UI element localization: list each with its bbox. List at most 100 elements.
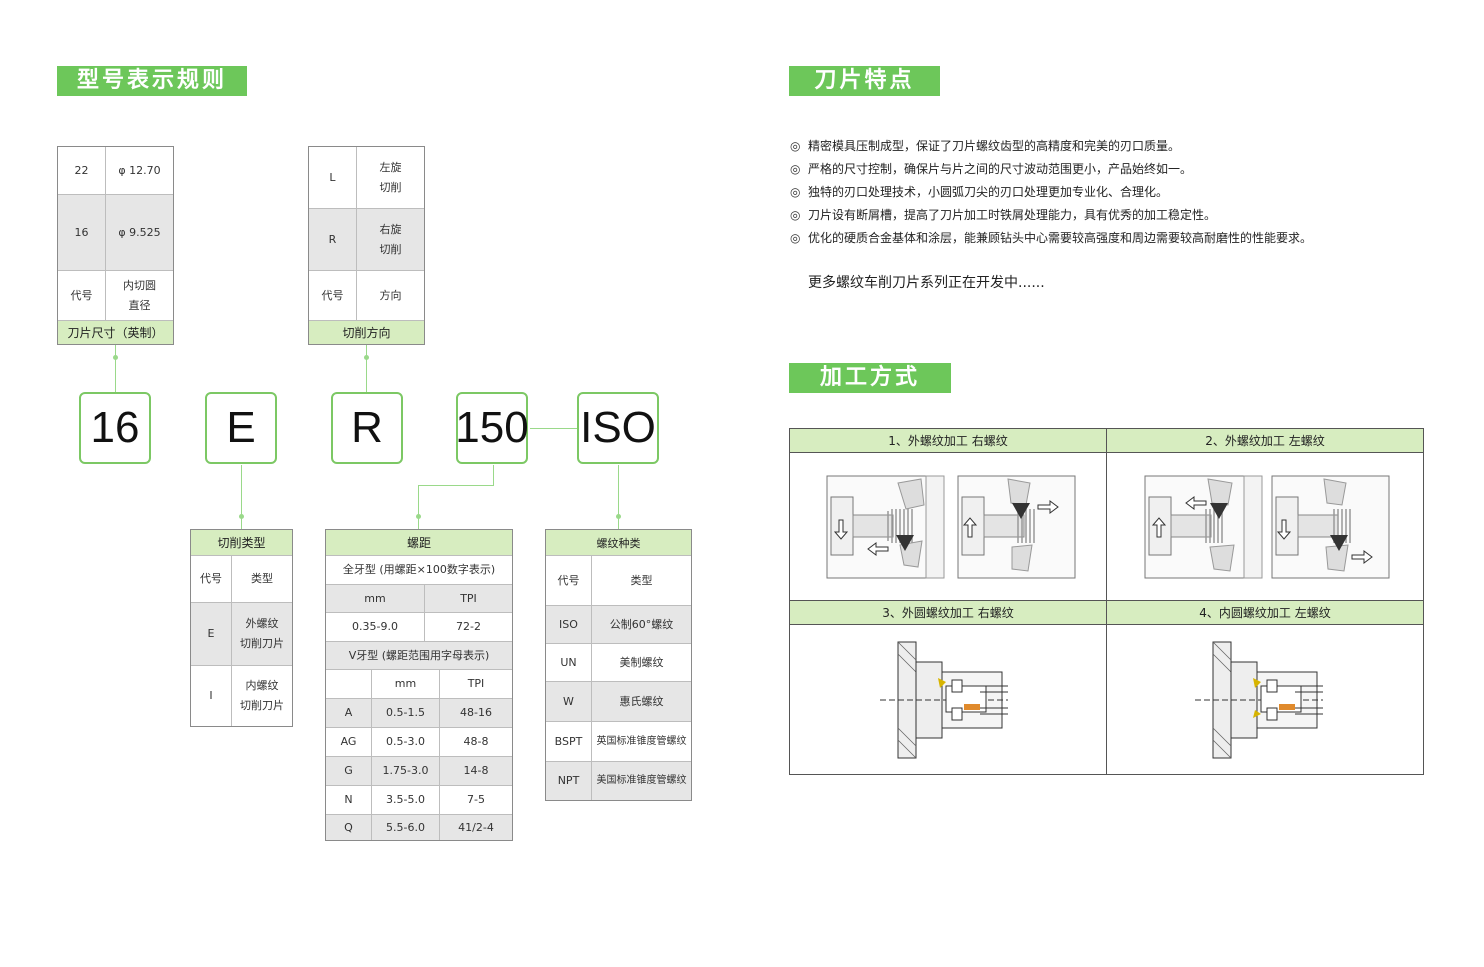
bullet-icon: ◎: [790, 230, 801, 245]
pitch-v-tpi: 7-5: [467, 793, 485, 806]
thread-type-table: 螺纹种类 代号 类型 ISO 公制60°螺纹 UN 美制螺纹 W 惠氏螺纹 BS…: [545, 529, 692, 801]
thread-header-value: 类型: [630, 573, 653, 587]
process-cell-1-header: 1、外螺纹加工 右螺纹: [790, 429, 1106, 453]
connector-dot: [364, 355, 369, 360]
connector-line: [618, 465, 619, 529]
size-header-value-line1: 内切圆: [123, 278, 156, 292]
thread-value: 英国标准锥度管螺纹: [596, 735, 687, 747]
bullet-icon: ◎: [790, 138, 801, 153]
cut-type-value-line1: 外螺纹: [245, 617, 279, 630]
pitch-v-row-q: Q 5.5-6.0 41/2-4: [326, 815, 512, 840]
size-row-16: 16 φ 9.525: [58, 195, 173, 271]
pitch-v-row-a: A 0.5-1.5 48-16: [326, 699, 512, 728]
thread-row-w: W 惠氏螺纹: [546, 682, 691, 722]
connector-line: [115, 345, 116, 393]
size-header-value: 内切圆 直径: [106, 271, 173, 320]
pitch-full-row: 0.35-9.0 72-2: [326, 613, 512, 642]
pitch-tpi: 72-2: [456, 620, 481, 633]
connector-line: [241, 465, 242, 529]
cut-type-row-i: I 内螺纹 切削刀片: [191, 666, 292, 726]
process-cell-2-header: 2、外螺纹加工 左螺纹: [1107, 429, 1423, 453]
connector-dot: [416, 514, 421, 519]
thread-value: 公制60°螺纹: [609, 617, 674, 631]
cut-type-value-line2: 切削刀片: [240, 637, 284, 650]
size-value: φ 9.525: [118, 225, 161, 239]
cut-type-header: 代号 类型: [191, 556, 292, 603]
pitch-v-code: A: [326, 699, 372, 727]
process-cell-4-header: 4、内圆螺纹加工 左螺纹: [1107, 601, 1423, 625]
thread-caption: 螺纹种类: [546, 530, 691, 556]
thread-row-iso: ISO 公制60°螺纹: [546, 606, 691, 644]
pitch-col-tpi: TPI: [460, 591, 477, 605]
cut-type-value: 外螺纹 切削刀片: [232, 603, 292, 665]
direction-value: 左旋 切削: [357, 147, 424, 208]
pitch-v-label-text: V牙型 (螺距范围用字母表示): [348, 648, 490, 662]
code-box-direction: R: [331, 392, 403, 464]
feature-text: 刀片设有断屑槽，提高了刀片加工时铁屑处理能力，具有优秀的加工稳定性。: [808, 208, 1217, 222]
pitch-mm: 0.35-9.0: [326, 613, 425, 641]
pitch-v-header-code: [326, 670, 372, 698]
size-row-22: 22 φ 12.70: [58, 147, 173, 195]
pitch-v-mm: 3.5-5.0: [372, 786, 440, 814]
feature-item: ◎独特的刃口处理技术，小圆弧刀尖的刃口处理更加专业化、合理化。: [790, 180, 1430, 203]
pitch-table: 螺距 全牙型 (用螺距×100数字表示) mm TPI 0.35-9.0 72-…: [325, 529, 513, 841]
internal-round-left-thread-diagram: [1195, 641, 1323, 759]
cut-type-table: 切削类型 代号 类型 E 外螺纹 切削刀片 I 内螺纹 切削刀片: [190, 529, 293, 727]
code-box-pitch: 150: [455, 392, 529, 464]
thread-header: 代号 类型: [546, 556, 691, 606]
pitch-full-label: 全牙型 (用螺距×100数字表示): [326, 556, 512, 585]
code-box-size: 16: [79, 392, 151, 464]
pitch-col-mm: mm: [326, 585, 425, 612]
grid-divider: [790, 600, 1423, 601]
code-box-thread: ISO: [577, 392, 659, 464]
pitch-v-tpi: 14-8: [463, 764, 489, 777]
direction-value-line1: 右旋: [379, 222, 402, 236]
cut-type-row-e: E 外螺纹 切削刀片: [191, 603, 292, 666]
feature-text: 严格的尺寸控制，确保片与片之间的尺寸波动范围更小，产品始终如一。: [808, 162, 1193, 176]
direction-value: 右旋 切削: [357, 209, 424, 270]
feature-text: 精密模具压制成型，保证了刀片螺纹齿型的高精度和完美的刃口质量。: [808, 139, 1181, 153]
pitch-v-code: AG: [326, 728, 372, 756]
direction-row-l: L 左旋 切削: [309, 147, 424, 209]
feature-text: 优化的硬质合金基体和涂层，能兼顾钻头中心需要较高强度和周边需要较高耐磨性的性能要…: [808, 231, 1313, 245]
external-round-right-thread-diagram: [880, 641, 1008, 759]
thread-value: 美国标准锥度管螺纹: [596, 775, 687, 786]
pitch-caption: 螺距: [326, 530, 512, 556]
connector-line: [418, 485, 494, 486]
direction-code: R: [309, 209, 357, 270]
size-header-code: 代号: [58, 271, 106, 320]
pitch-full-label-text: 全牙型 (用螺距×100数字表示): [342, 563, 496, 576]
pitch-v-tpi: 48-8: [463, 735, 489, 748]
cut-type-value-line2: 切削刀片: [240, 699, 284, 712]
features-list: ◎ 精密模具压制成型，保证了刀片螺纹齿型的高精度和完美的刃口质量。 ◎ 严格的尺寸控…: [790, 134, 1430, 249]
external-left-thread-diagram: [1144, 475, 1390, 579]
process-grid: 1、外螺纹加工 右螺纹 2、外螺纹加工 左螺纹 3、外圆螺纹加工 右螺纹 4、内…: [789, 428, 1424, 775]
thread-code: UN: [546, 644, 592, 681]
feature-item: ◎ 刀片设有断屑槽，提高了刀片加工时铁屑处理能力，具有优秀的加工稳定性。: [790, 203, 1430, 226]
cut-type-header-value: 类型: [251, 572, 273, 585]
size-header-value-line2: 直径: [128, 298, 151, 312]
thread-code: W: [546, 682, 592, 721]
thread-code: NPT: [546, 762, 592, 800]
pitch-v-mm: 0.5-3.0: [372, 728, 440, 756]
features-title: 刀片特点: [789, 66, 940, 96]
direction-row-r: R 右旋 切削: [309, 209, 424, 271]
size-code: 22: [58, 147, 106, 194]
pitch-v-code: N: [326, 786, 372, 814]
feature-item: ◎ 优化的硬质合金基体和涂层，能兼顾钻头中心需要较高强度和周边需要较高耐磨性的性能…: [790, 226, 1430, 249]
bullet-icon: ◎: [790, 161, 801, 176]
pitch-v-code: G: [326, 757, 372, 785]
thread-code: BSPT: [546, 722, 592, 761]
thread-row-npt: NPT 美国标准锥度管螺纹: [546, 762, 691, 800]
pitch-col-tpi: TPI: [467, 677, 485, 690]
cut-type-value: 内螺纹 切削刀片: [232, 666, 292, 726]
size-code: 16: [58, 195, 106, 270]
process-title: 加工方式: [789, 363, 951, 393]
pitch-v-code: Q: [326, 815, 372, 840]
pitch-full-header: mm TPI: [326, 585, 512, 613]
bullet-icon: ◎: [790, 207, 801, 222]
size-caption: 刀片尺寸（英制）: [58, 321, 173, 344]
thread-row-un: UN 美制螺纹: [546, 644, 691, 682]
model-rules-title: 型号表示规则: [57, 66, 247, 96]
code-box-type: E: [205, 392, 277, 464]
